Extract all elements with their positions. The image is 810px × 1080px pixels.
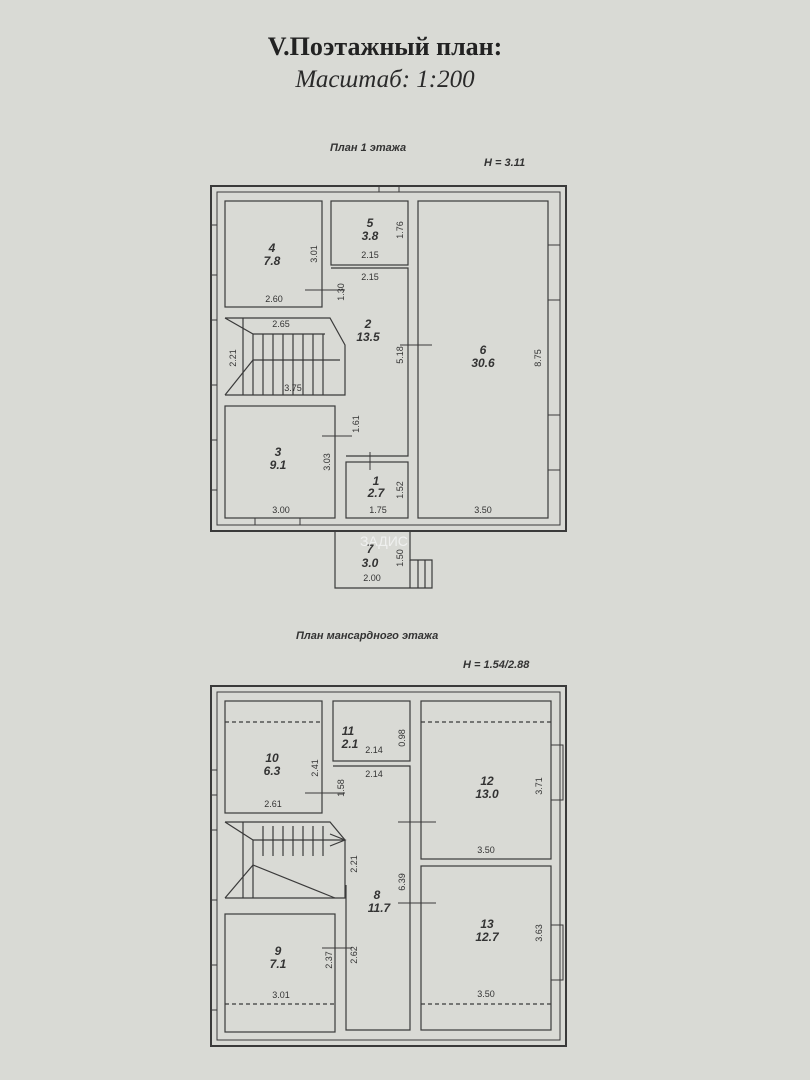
- floor2-windows: [210, 744, 564, 1011]
- stair-steps-floor1: [224, 317, 340, 396]
- room-12-dim-height: 3.71: [534, 777, 544, 795]
- room-13-dim-width: 3.50: [477, 989, 495, 999]
- room-8-dim-c: 6.39: [397, 873, 407, 891]
- room-7-dim-height: 1.50: [395, 549, 405, 567]
- room-1-outline: [345, 461, 409, 519]
- floor1-outer-wall: [210, 185, 567, 532]
- room-8-dim-b: 2.21: [349, 855, 359, 873]
- room-12-dim-width: 3.50: [477, 845, 495, 855]
- room-8-outline: [333, 765, 411, 1031]
- room-11-dim-a: 2.14: [365, 745, 383, 755]
- room-7-number: 7: [367, 542, 375, 556]
- floor1-height: H = 3.11: [484, 157, 525, 169]
- floor2-height: H = 1.54/2.88: [463, 659, 530, 671]
- room-4-outline: [224, 200, 323, 308]
- room-2-dim-c: 2.65: [272, 319, 290, 329]
- room-6-number: 6: [480, 343, 487, 357]
- room-5-dim-height: 1.76: [395, 221, 405, 239]
- watermark-text: ЗАДИС: [360, 533, 408, 549]
- room-13-area: 12.7: [475, 930, 500, 944]
- room-9-outline: [224, 913, 336, 1033]
- room-2-dim-d: 2.21: [228, 349, 238, 367]
- room-6-dim-height: 8.75: [533, 349, 543, 367]
- room-4-dim-width: 2.60: [265, 294, 283, 304]
- room-2-number: 2: [364, 317, 372, 331]
- room-13-outline: [420, 865, 552, 1031]
- room-13-dim-height: 3.63: [534, 924, 544, 942]
- room-1-dim-height: 1.52: [395, 481, 405, 499]
- room-11-area: 2.1: [341, 737, 359, 751]
- floor1-label: План 1 этажа: [330, 142, 406, 154]
- room-5-area: 3.8: [362, 229, 379, 243]
- room-5-outline: [330, 200, 409, 266]
- room-12-area: 13.0: [475, 787, 499, 801]
- room-10-dim-height: 2.41: [310, 759, 320, 777]
- room-3-dim-height: 3.03: [322, 453, 332, 471]
- room-9-dim-width: 3.01: [272, 990, 290, 1000]
- room-3-number: 3: [275, 445, 282, 459]
- plan-scale: Масштаб: 1:200: [295, 66, 475, 93]
- room-2-area: 13.5: [356, 330, 380, 344]
- room-11-outline: [332, 700, 411, 762]
- room-5-dim-width: 2.15: [361, 250, 379, 260]
- room-3-dim-width: 3.00: [272, 505, 290, 515]
- room-2-dim-e: 3.75: [284, 383, 302, 393]
- room-11-number: 11: [342, 724, 355, 738]
- room-9-number: 9: [275, 944, 282, 958]
- room-2-outline: [331, 267, 409, 457]
- floor1-windows: [210, 185, 561, 526]
- room-1-number: 1: [373, 474, 380, 488]
- floor1-plan: [210, 185, 567, 589]
- room-8-dim-a: 1.58: [336, 779, 346, 797]
- room-2-dim-f: 5.18: [395, 346, 405, 364]
- room-2-dim-a: 2.15: [361, 272, 379, 282]
- room-6-outline: [417, 200, 549, 519]
- room-6-dim-width: 3.50: [474, 505, 492, 515]
- room-10-number: 10: [265, 751, 279, 765]
- room-9-area: 7.1: [270, 957, 287, 971]
- room-7-dim-width: 2.00: [363, 573, 381, 583]
- room-4-number: 4: [268, 241, 276, 255]
- room-10-outline: [224, 700, 323, 814]
- room-11-dim-b: 0.98: [397, 729, 407, 747]
- room-7-outline: [334, 531, 433, 589]
- room-6-area: 30.6: [471, 356, 495, 370]
- room-5-number: 5: [367, 216, 374, 230]
- room-8-number: 8: [374, 888, 381, 902]
- room-12-number: 12: [480, 774, 494, 788]
- room-7-area: 3.0: [362, 556, 379, 570]
- room-3-area: 9.1: [270, 458, 287, 472]
- room-1-area: 2.7: [367, 486, 386, 500]
- room-2-dim-b: 1.30: [336, 283, 346, 301]
- floor2-plan: [210, 685, 567, 1047]
- room-13-number: 13: [480, 917, 494, 931]
- room-2-dim-g: 1.61: [351, 415, 361, 433]
- room-9-dim-height: 2.37: [324, 951, 334, 969]
- stair-steps-floor2: [224, 821, 347, 899]
- room-11-dim-c: 2.14: [365, 769, 383, 779]
- room-8-dim-d: 2.62: [349, 946, 359, 964]
- room-8-area: 11.7: [368, 901, 392, 915]
- staircase-floor1: [225, 317, 346, 396]
- room-10-dim-width: 2.61: [264, 799, 282, 809]
- plan-title: V.Поэтажный план:: [267, 32, 503, 61]
- room-10-area: 6.3: [264, 764, 281, 778]
- floor2-label: План мансардного этажа: [296, 630, 438, 642]
- room-1-dim-width: 1.75: [369, 505, 387, 515]
- room-4-dim-height: 3.01: [309, 245, 319, 263]
- room-4-area: 7.8: [264, 254, 281, 268]
